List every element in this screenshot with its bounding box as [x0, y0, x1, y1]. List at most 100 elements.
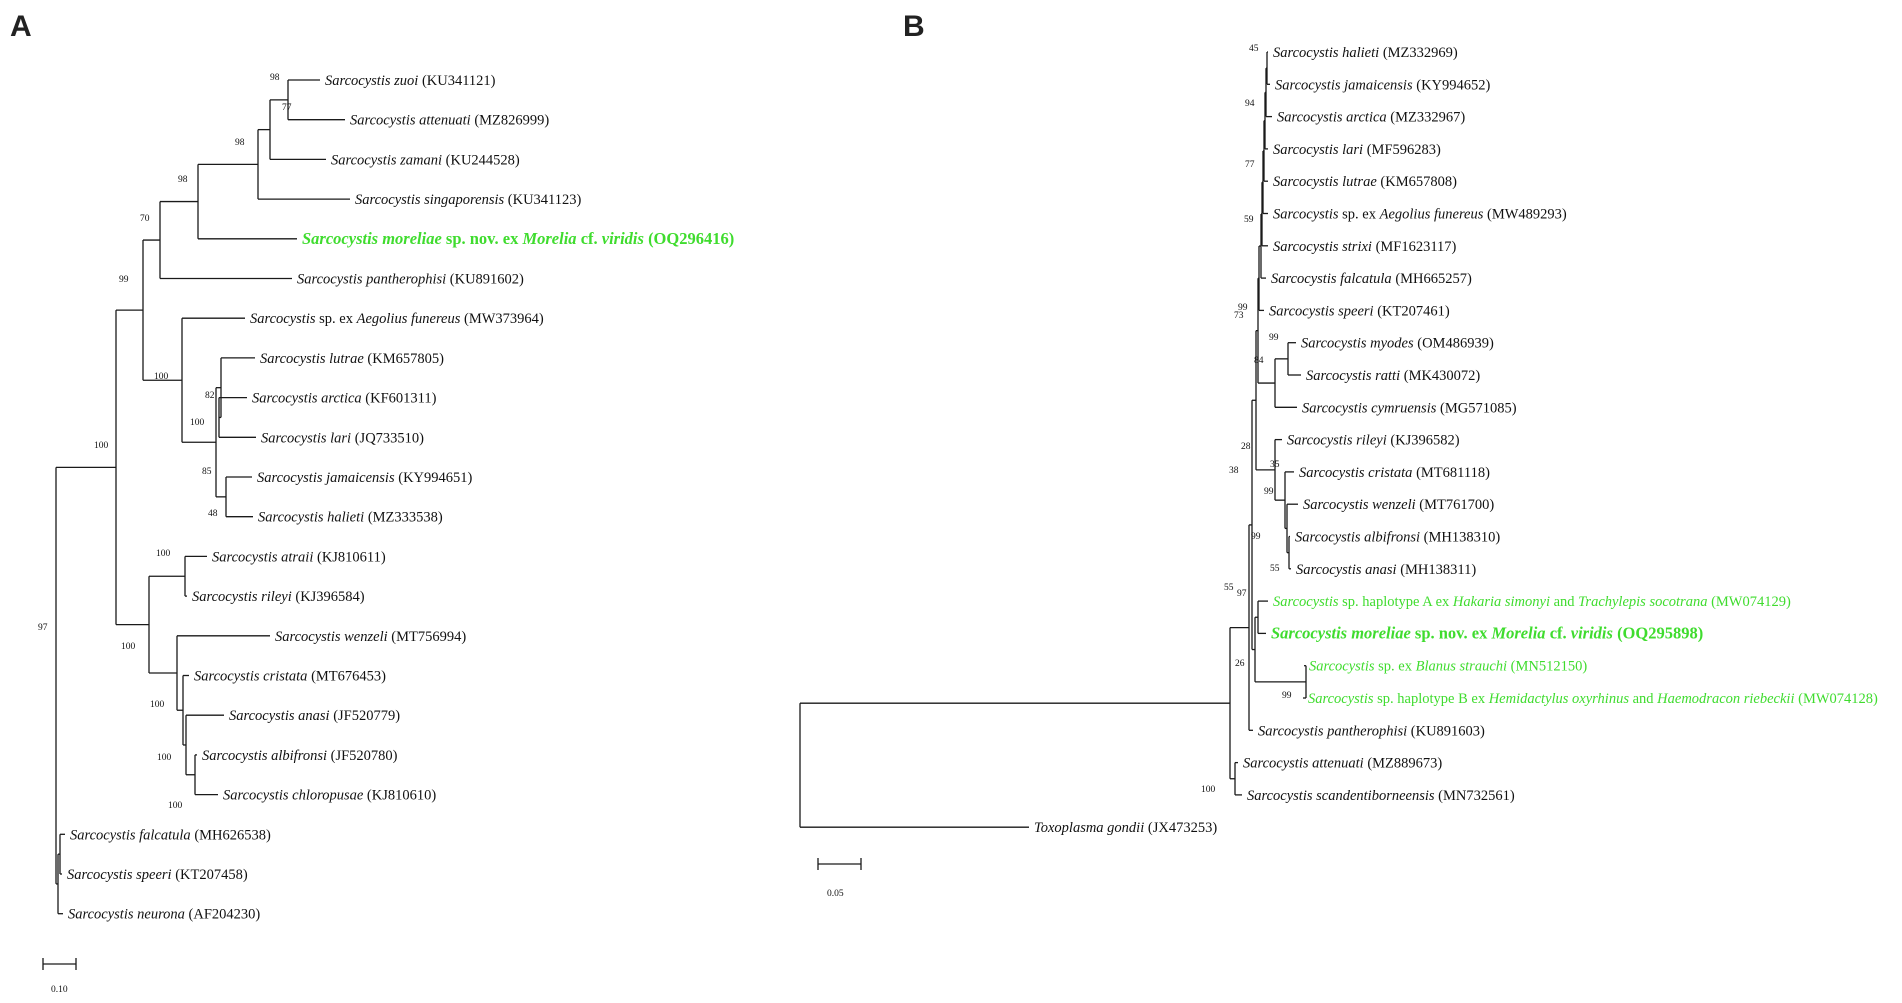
taxon-label: Sarcocystis speeri (KT207458)	[67, 867, 248, 883]
taxon-label: Sarcocystis falcatula (MH626538)	[70, 827, 271, 843]
taxon-label: Sarcocystis cristata (MT676453)	[194, 669, 386, 685]
panel-b: B 45947759997399842835995538995597269910…	[799, 10, 1878, 899]
taxon-label-part: (MG571085)	[1436, 400, 1516, 416]
taxon-label: Sarcocystis speeri (KT207461)	[1269, 303, 1450, 319]
taxon-label-part: (MH665257)	[1392, 271, 1472, 287]
taxon-label: Sarcocystis chloropusae (KJ810610)	[223, 788, 436, 804]
taxon-label: Sarcocystis anasi (JF520779)	[229, 708, 400, 724]
taxon-label-part: sp. ex	[316, 311, 357, 327]
taxon-label: Toxoplasma gondii (JX473253)	[1034, 820, 1217, 836]
taxon-label-part: Sarcocystis albifronsi	[202, 748, 327, 764]
taxon-label-part: Sarcocystis wenzeli	[275, 629, 388, 645]
bootstrap-value: 97	[38, 623, 48, 633]
taxon-label-part: Sarcocystis jamaicensis	[257, 470, 395, 486]
taxon-label: Sarcocystis rileyi (KJ396584)	[192, 589, 365, 605]
taxon-label-part: (MH138311)	[1397, 562, 1477, 578]
taxon-label-part: Haemodracon riebeckii	[1656, 691, 1794, 707]
taxon-label-part: Sarcocystis halieti	[1273, 45, 1379, 61]
taxon-label: Sarcocystis lutrae (KM657808)	[1273, 174, 1457, 190]
taxon-label-part: Sarcocystis arctica	[1277, 110, 1387, 126]
taxon-label: Sarcocystis scandentiborneensis (MN73256…	[1247, 788, 1515, 804]
taxon-label-part: Sarcocystis rileyi	[1287, 433, 1387, 449]
taxon-label: Sarcocystis sp. ex Aegolius funereus (MW…	[1273, 207, 1567, 223]
taxon-label-part: Sarcocystis falcatula	[1271, 271, 1392, 287]
taxon-label-part: (MW074128)	[1794, 691, 1878, 707]
taxon-label: Sarcocystis jamaicensis (KY994652)	[1275, 77, 1491, 93]
taxon-label-part: (KU244528)	[442, 152, 520, 168]
bootstrap-value: 100	[94, 441, 109, 451]
taxon-label: Sarcocystis moreliae sp. nov. ex Morelia…	[302, 229, 734, 248]
taxon-label-part: (MZ889673)	[1364, 756, 1443, 772]
taxon-label-part: (KF601311)	[362, 391, 437, 407]
bootstrap-value: 99	[1282, 691, 1292, 701]
taxon-label-part: (MZ333538)	[364, 510, 443, 526]
taxon-label-part: cf.	[1546, 623, 1571, 642]
bootstrap-value: 82	[205, 391, 215, 401]
taxon-label-part: (KT207458)	[172, 867, 248, 883]
taxon-label: Sarcocystis zuoi (KU341121)	[325, 73, 496, 89]
bootstrap-value: 100	[190, 418, 205, 428]
taxon-label-part: Sarcocystis cristata	[1299, 465, 1412, 481]
bootstrap-value: 99	[1251, 532, 1261, 542]
taxon-label: Sarcocystis cymruensis (MG571085)	[1302, 400, 1517, 416]
taxon-label-part: (KU891603)	[1407, 723, 1485, 739]
taxon-label-part: Sarcocystis attenuati	[1243, 756, 1364, 772]
taxon-label-part: Aegolius funereus	[1379, 207, 1484, 223]
taxon-label-part: Morelia	[521, 229, 576, 248]
taxon-label-part: (OQ295898)	[1613, 623, 1703, 642]
taxon-label: Sarcocystis cristata (MT681118)	[1299, 465, 1490, 481]
taxon-label-part: Sarcocystis	[1273, 207, 1339, 223]
taxon-label-part: (OQ296416)	[644, 229, 734, 248]
taxon-label: Sarcocystis singaporensis (KU341123)	[355, 192, 582, 208]
taxon-label-part: (MF596283)	[1363, 142, 1441, 158]
taxon-label-part: Sarcocystis singaporensis	[355, 192, 505, 208]
bootstrap-value: 84	[1254, 356, 1264, 366]
bootstrap-value: 35	[1270, 460, 1280, 470]
taxon-label-part: (MN512150)	[1507, 659, 1587, 675]
taxon-label-part: (MN732561)	[1435, 788, 1515, 804]
bootstrap-value: 77	[1245, 160, 1255, 170]
bootstrap-value: 70	[140, 214, 150, 224]
bootstrap-value: 100	[150, 700, 165, 710]
taxon-label-part: Sarcocystis speeri	[67, 867, 172, 883]
taxon-label-part: Sarcocystis zamani	[331, 152, 442, 168]
taxon-label-part: Trachylepis socotrana	[1578, 594, 1707, 610]
bootstrap-value: 85	[202, 467, 212, 477]
taxon-label-part: Sarcocystis atraii	[212, 549, 313, 565]
taxon-label-part: Sarcocystis ratti	[1306, 368, 1400, 384]
taxon-label-part: (MT761700)	[1416, 497, 1495, 513]
taxon-label-part: (KJ396584)	[292, 589, 365, 605]
taxon-label: Sarcocystis wenzeli (MT756994)	[275, 629, 466, 645]
taxon-label-part: Sarcocystis lutrae	[1273, 174, 1377, 190]
taxon-label-part: sp. ex	[1375, 659, 1416, 675]
bootstrap-value: 94	[1245, 99, 1255, 109]
bootstrap-value: 100	[168, 801, 183, 811]
taxon-label-part: Sarcocystis wenzeli	[1303, 497, 1416, 513]
taxon-label: Sarcocystis sp. haplotype B ex Hemidacty…	[1308, 691, 1878, 707]
taxon-label-part: (KU891602)	[446, 272, 524, 288]
bootstrap-value: 45	[1249, 44, 1259, 54]
taxon-label-part: (MZ826999)	[471, 113, 550, 129]
bootstrap-value: 55	[1270, 564, 1280, 574]
taxon-label-part: (AF204230)	[185, 907, 260, 923]
taxon-label-part: sp. ex	[1339, 207, 1380, 223]
bootstrap-value: 100	[156, 549, 171, 559]
taxon-label-part: (MT756994)	[388, 629, 467, 645]
taxon-label-part: (KJ810610)	[363, 788, 436, 804]
taxon-label-part: Sarcocystis neurona	[68, 907, 185, 923]
taxon-label-part: sp. haplotype A ex	[1339, 594, 1453, 610]
taxon-label-part: (MT681118)	[1412, 465, 1490, 481]
taxon-label-part: Toxoplasma gondii	[1034, 820, 1144, 836]
taxon-label: Sarcocystis moreliae sp. nov. ex Morelia…	[1271, 623, 1703, 642]
taxon-label-part: Sarcocystis anasi	[1296, 562, 1397, 578]
tree-b-taxa: Sarcocystis halieti (MZ332969)Sarcocysti…	[1034, 45, 1878, 836]
taxon-label-part: (JQ733510)	[351, 430, 424, 446]
taxon-label-part: (KJ396582)	[1387, 433, 1460, 449]
taxon-label-part: (KY994652)	[1413, 77, 1491, 93]
taxon-label: Sarcocystis attenuati (MZ826999)	[350, 113, 549, 129]
taxon-label-part: viridis	[1571, 623, 1613, 642]
taxon-label-part: Sarcocystis myodes	[1301, 336, 1414, 352]
taxon-label-part: (MT676453)	[307, 669, 386, 685]
taxon-label: Sarcocystis lari (JQ733510)	[261, 430, 424, 446]
bootstrap-value: 28	[1241, 442, 1251, 452]
